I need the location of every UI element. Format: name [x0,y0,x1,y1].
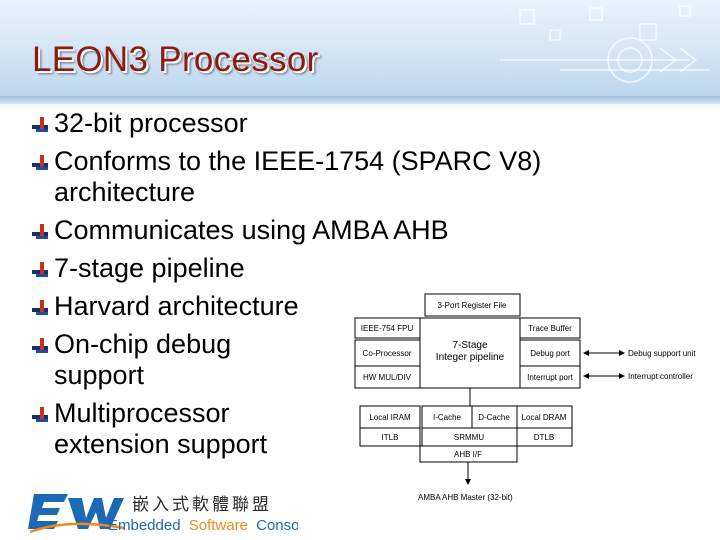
local-dram-label: Local DRAM [522,413,567,422]
bullet-text: Harvard architecture [54,291,299,321]
ahb-master-label: AMBA AHB Master (32-bit) [418,493,513,502]
pipeline-label-line1: 7-Stage [452,340,487,351]
logo-chinese-name: 嵌入式軟體聯盟 [132,495,272,515]
esw-logo: 嵌入式軟體聯盟 Embedded Software Consortium [28,494,298,534]
co-processor-label: Co-Processor [363,349,412,358]
bullet-icon [32,224,48,239]
bullet-item: Multiprocessor extension support [32,398,324,460]
header-divider [0,96,720,104]
bullet-icon [32,300,48,315]
debug-port-label: Debug port [530,349,570,358]
bullet-item: Harvard architecture [32,291,672,322]
trace-buffer-label: Trace Buffer [528,324,572,333]
interrupt-port-box [519,365,581,389]
logo-english-name: Embedded Software Consortium [108,517,298,534]
bullet-icon [32,155,48,170]
logo-english-1: Embedded [108,517,181,534]
interrupt-controller-label: Interrupt controller [628,372,693,381]
header-decoration [500,5,710,83]
bullet-item: 7-stage pipeline [32,253,672,284]
srmmu-label: SRMMU [454,433,484,442]
dcache-label: D-Cache [478,413,510,422]
pipeline-label-line2: Integer pipeline [436,352,505,363]
debug-support-unit-label: Debug support unit [628,349,696,358]
leon3-block-diagram: 3-Port Register File IEEE-754 FPU Co-Pro… [354,293,696,502]
bullet-icon [32,117,48,132]
trace-buffer-box [519,317,581,339]
bullet-text: Communicates using AMBA AHB [54,215,449,245]
dtlb-label: DTLB [534,433,554,442]
hw-mul-div-label: HW MUL/DIV [363,373,412,382]
bullet-list: 32-bit processor Conforms to the IEEE-17… [32,108,672,467]
bullet-item: On-chip debug support [32,329,264,391]
itlb-box [359,427,421,447]
header-divider-highlight [0,104,720,108]
fpu-label: IEEE-754 FPU [361,324,414,333]
register-file-box [424,293,521,317]
logo-english-2: Software [189,517,248,534]
bullet-text: On-chip debug support [54,329,232,390]
esw-logo-mark [28,494,125,534]
integer-pipeline-box [419,317,521,389]
slide-header: LEON3 Processor [0,0,720,96]
bullet-item: Communicates using AMBA AHB [32,215,672,246]
bullet-icon [32,407,48,422]
bullet-item: 32-bit processor [32,108,672,139]
logo-english-3: Consortium [256,517,298,534]
local-iram-label: Local IRAM [369,413,411,422]
bullet-text: 32-bit processor [54,108,248,138]
interrupt-port-label: Interrupt port [527,373,574,382]
bullet-text: Conforms to the IEEE-1754 (SPARC V8) arc… [54,146,542,207]
itlb-label: ITLB [382,433,399,442]
icache-label: I-Cache [433,413,462,422]
bullet-icon [32,262,48,277]
bullet-text: Multiprocessor extension support [54,398,268,459]
bullet-item: Conforms to the IEEE-1754 (SPARC V8) arc… [32,146,672,208]
bullet-text: 7-stage pipeline [54,253,245,283]
ahb-if-label: AHB I/F [454,450,482,459]
debug-port-box [519,339,581,367]
register-file-label: 3-Port Register File [438,301,507,310]
dtlb-box [516,427,573,447]
slide-title: LEON3 Processor [32,40,319,79]
bullet-icon [32,338,48,353]
